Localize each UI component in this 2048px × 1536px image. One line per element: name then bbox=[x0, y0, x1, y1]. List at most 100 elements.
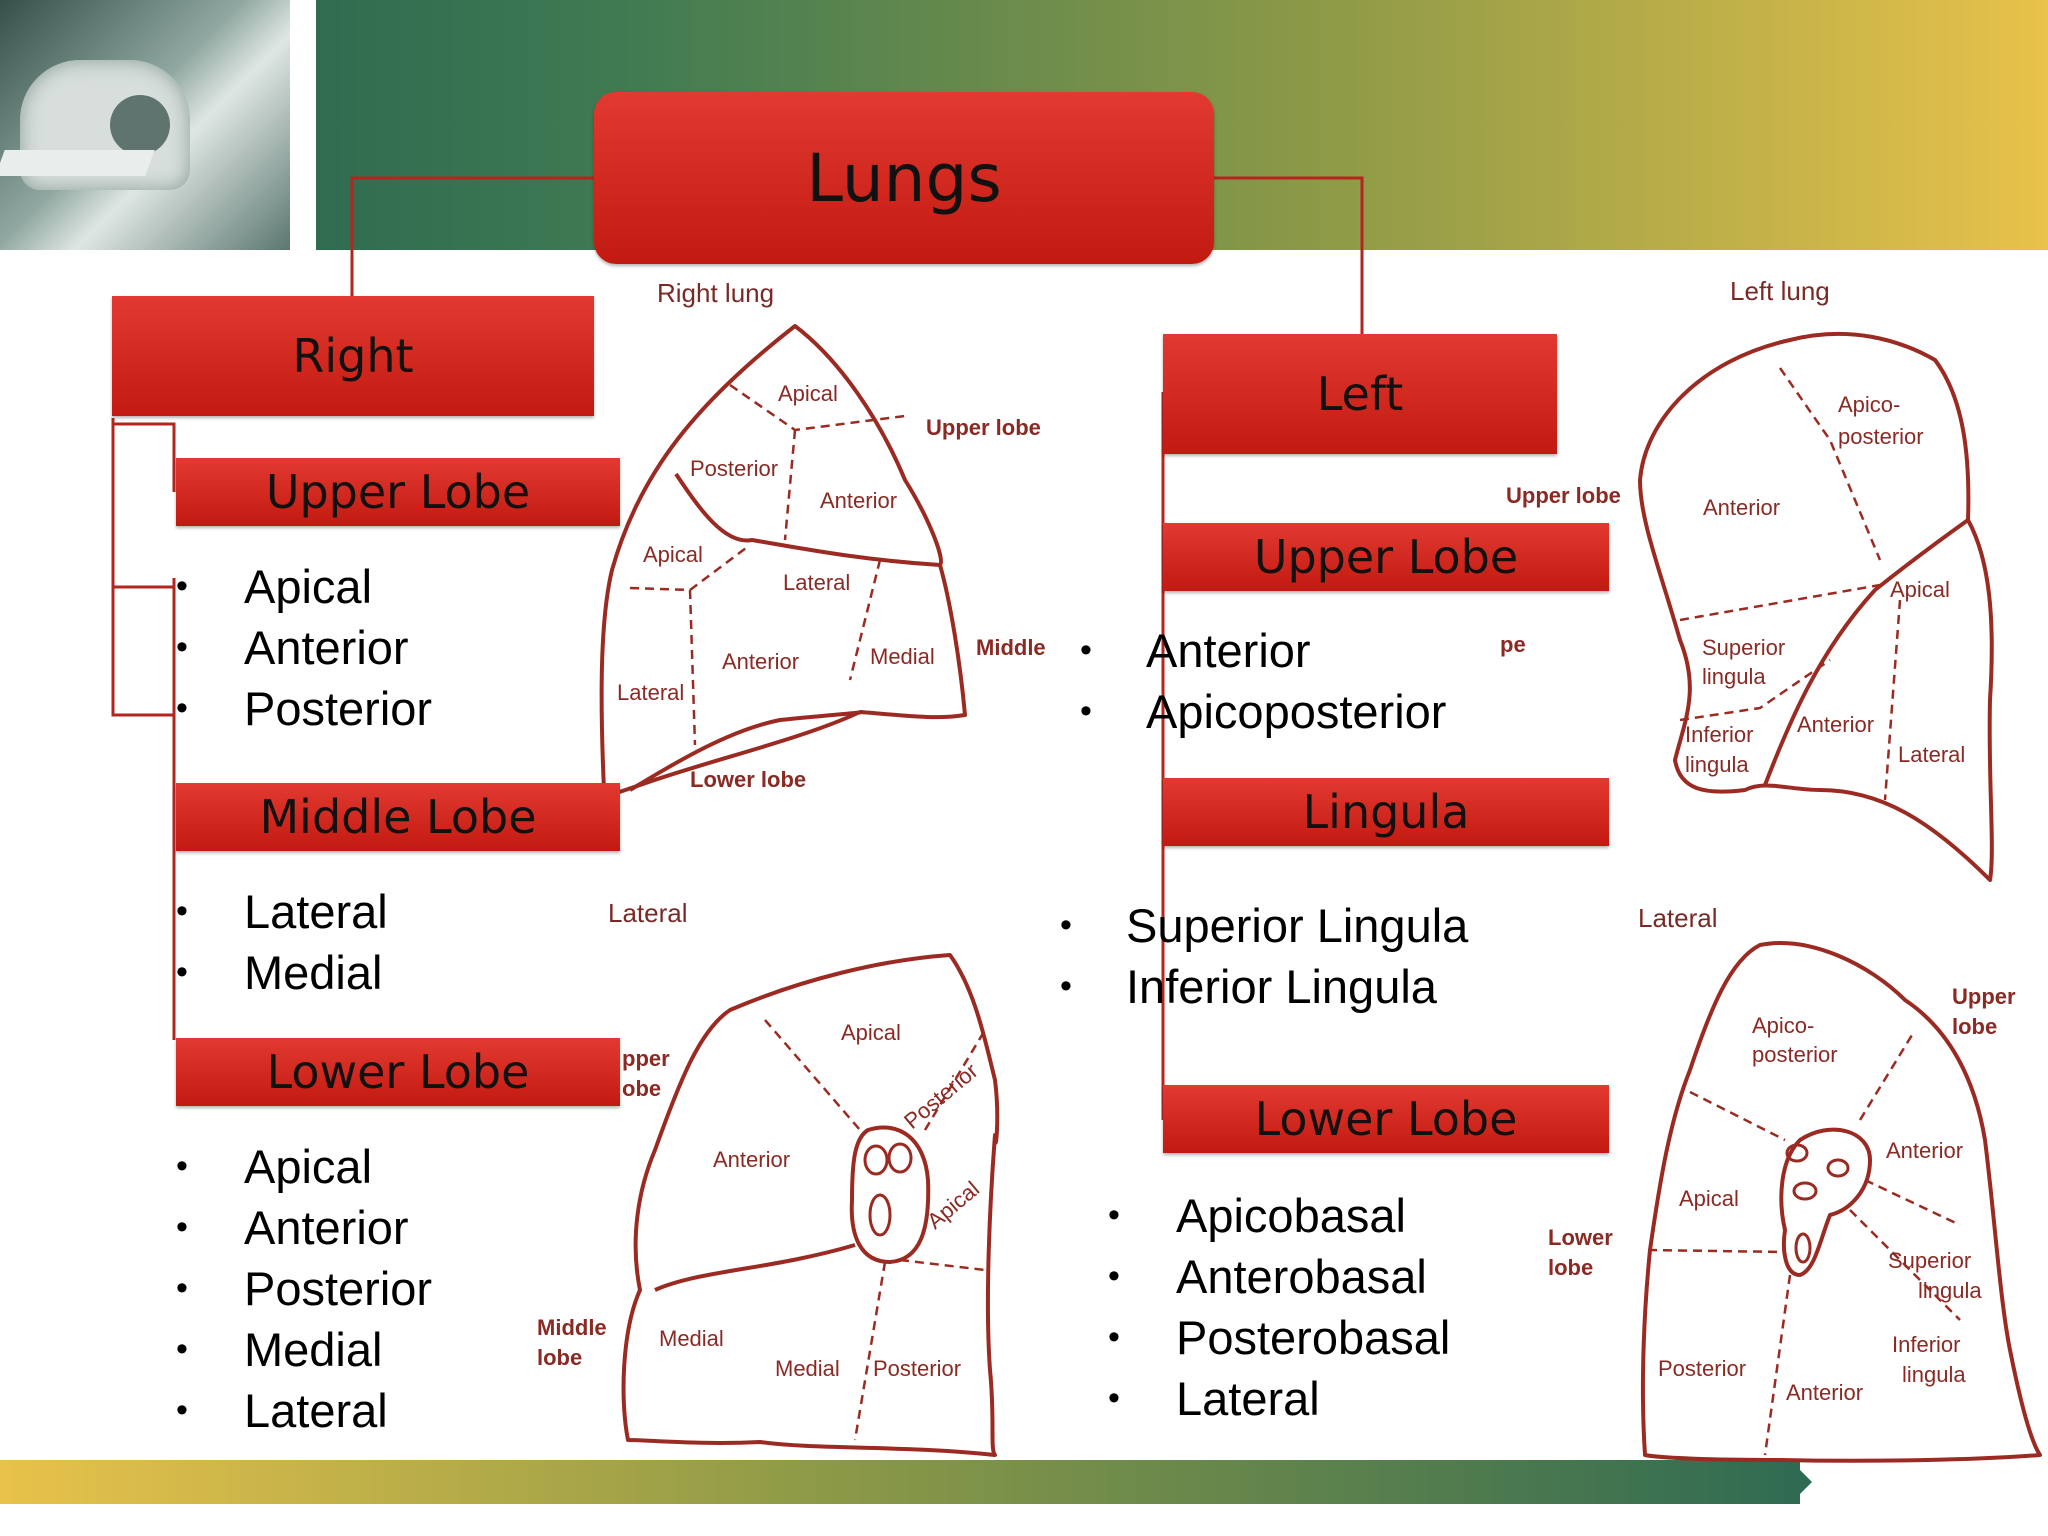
diagram-label: lingula bbox=[1902, 1362, 1966, 1387]
list-item: •Lateral bbox=[176, 1384, 388, 1437]
left-lower-lobe-list: •Apicobasal •Anterobasal •Posterobasal •… bbox=[1108, 1185, 1450, 1429]
lingula-heading: Lingula bbox=[1302, 785, 1470, 839]
right-lung-medial-outline bbox=[621, 953, 1000, 1457]
right-lung-lateral-seg-5 bbox=[848, 559, 882, 681]
list-item: •Lateral bbox=[176, 885, 388, 938]
diagram-label: pe bbox=[1500, 632, 1526, 657]
mri-scanner-photo bbox=[0, 0, 290, 250]
list-item: •Apicobasal bbox=[1108, 1189, 1406, 1242]
left-lung-medial-vessel-1 bbox=[1785, 1143, 1809, 1163]
list-item: •Posterior bbox=[176, 682, 433, 735]
diagram-label: Anterior bbox=[820, 488, 897, 513]
right-upper-lobe-box: Upper Lobe bbox=[176, 458, 620, 526]
diagram-label: Lateral bbox=[1638, 903, 1718, 933]
diagram-label: Apico- bbox=[1752, 1013, 1814, 1038]
scanner-bore-shape bbox=[110, 95, 170, 155]
footer-bar bbox=[0, 1460, 1800, 1504]
diagram-label: lingula bbox=[1702, 664, 1766, 689]
diagram-label: posterior bbox=[1752, 1042, 1838, 1067]
diagram-label: Posterior bbox=[1658, 1356, 1746, 1381]
diagram-label: Inferior bbox=[1685, 722, 1753, 747]
right-heading-box: Right bbox=[112, 296, 594, 416]
left-lung-medial-seg-5 bbox=[1647, 1248, 1786, 1254]
diagram-label: Anterior bbox=[1886, 1138, 1963, 1163]
left-lung-medial-vessel-2 bbox=[1826, 1158, 1850, 1178]
list-item: •Medial bbox=[176, 946, 383, 999]
right-lower-lobe-heading: Lower Lobe bbox=[266, 1045, 530, 1099]
diagram-label: Anterior bbox=[1703, 495, 1780, 520]
right-lung-medial-vessel-2 bbox=[887, 1142, 913, 1174]
diagram-label: Lateral bbox=[608, 898, 688, 928]
right-lung-medial-fissure bbox=[654, 1243, 856, 1292]
left-lung-medial-vessel-3 bbox=[1792, 1181, 1818, 1201]
left-lung-medial-outline bbox=[1640, 941, 2042, 1463]
left-lower-lobe-box: Lower Lobe bbox=[1163, 1085, 1609, 1153]
left-lung-lateral-fissure bbox=[1763, 518, 1970, 786]
diagram-label: Middle bbox=[976, 635, 1046, 660]
diagram-label: Anterior bbox=[713, 1147, 790, 1172]
right-lung-lateral-fissure-oblique bbox=[674, 472, 941, 567]
list-item: •Posterior bbox=[176, 1262, 433, 1315]
diagram-label: Anterior bbox=[1786, 1380, 1863, 1405]
diagram-label: Superior bbox=[1702, 635, 1785, 660]
right-upper-lobe-list: •Apical •Anterior •Posterior bbox=[176, 556, 432, 739]
left-lung-medial-hilum bbox=[1779, 1127, 1872, 1277]
right-upper-lobe-heading: Upper Lobe bbox=[265, 465, 531, 519]
right-lung-lateral-outline bbox=[599, 324, 967, 798]
root-title-box: Lungs bbox=[594, 92, 1214, 264]
list-item: •Anterior bbox=[176, 621, 409, 674]
diagram-label: pper bbox=[622, 1046, 670, 1071]
diagram-label: Upper lobe bbox=[926, 415, 1041, 440]
diagram-label: Medial bbox=[659, 1326, 724, 1351]
diagram-label: Apical bbox=[1679, 1186, 1739, 1211]
diagram-label: lobe bbox=[1548, 1255, 1593, 1280]
right-middle-lobe-list: •Lateral •Medial bbox=[176, 881, 388, 1003]
left-upper-lobe-list: •Anterior •Apicoposterior bbox=[1080, 620, 1446, 742]
left-lung-lateral-seg-3 bbox=[1679, 658, 1831, 722]
left-heading: Left bbox=[1316, 367, 1404, 421]
diagram-label: obe bbox=[622, 1076, 661, 1101]
diagram-label: Right lung bbox=[657, 278, 774, 308]
diagram-label: Inferior bbox=[1892, 1332, 1960, 1357]
diagram-label: Posterior bbox=[899, 1058, 983, 1134]
left-lung-lateral-seg-2 bbox=[1679, 583, 1881, 622]
list-item: •Lateral bbox=[1108, 1372, 1320, 1425]
diagram-label: posterior bbox=[1838, 424, 1924, 449]
diagram-label: Lateral bbox=[783, 570, 850, 595]
list-item: •Inferior Lingula bbox=[1060, 960, 1437, 1013]
banner-divider bbox=[290, 0, 316, 250]
list-item: •Medial bbox=[176, 1323, 383, 1376]
page-title: Lungs bbox=[806, 139, 1002, 217]
list-item: •Apical bbox=[176, 560, 373, 613]
diagram-label: Apical bbox=[841, 1020, 901, 1045]
list-item: •Superior Lingula bbox=[1060, 899, 1469, 952]
right-lung-medial-seg-1 bbox=[764, 1019, 861, 1131]
left-upper-lobe-heading: Upper Lobe bbox=[1253, 530, 1519, 584]
left-lung-lateral-outline bbox=[1638, 331, 1994, 882]
diagram-label: Lateral bbox=[617, 680, 684, 705]
diagram-label: Medial bbox=[870, 644, 935, 669]
lingula-list: •Superior Lingula •Inferior Lingula bbox=[1060, 895, 1468, 1017]
list-item: •Apicoposterior bbox=[1080, 685, 1447, 738]
left-upper-lobe-box: Upper Lobe bbox=[1163, 523, 1609, 591]
diagram-label: lingula bbox=[1685, 752, 1749, 777]
left-lung-medial-seg-6 bbox=[1763, 1274, 1792, 1456]
right-lung-medial-vessel-3 bbox=[868, 1193, 892, 1237]
footer-arrow bbox=[1790, 1460, 1812, 1504]
diagram-label: Upper bbox=[1952, 984, 2016, 1009]
right-lung-medial-seg-2 bbox=[923, 1029, 987, 1131]
diagram-label: Lower bbox=[1548, 1225, 1613, 1250]
diagram-label: Medial bbox=[775, 1356, 840, 1381]
diagram-label: Apical bbox=[643, 542, 703, 567]
diagram-label: Middle bbox=[537, 1315, 607, 1340]
left-lung-medial-seg-4 bbox=[1849, 1209, 1961, 1321]
diagram-label: Apico- bbox=[1838, 392, 1900, 417]
left-lung-medial-seg-3 bbox=[1864, 1178, 1961, 1227]
list-item: •Anterior bbox=[1080, 624, 1311, 677]
left-lower-lobe-heading: Lower Lobe bbox=[1254, 1092, 1518, 1146]
left-lung-medial-seg-2 bbox=[1858, 1034, 1914, 1121]
right-lung-medial-seg-4 bbox=[853, 1261, 887, 1441]
right-middle-lobe-heading: Middle Lobe bbox=[259, 790, 537, 844]
lingula-box: Lingula bbox=[1163, 778, 1609, 846]
diagram-label: Posterior bbox=[873, 1356, 961, 1381]
